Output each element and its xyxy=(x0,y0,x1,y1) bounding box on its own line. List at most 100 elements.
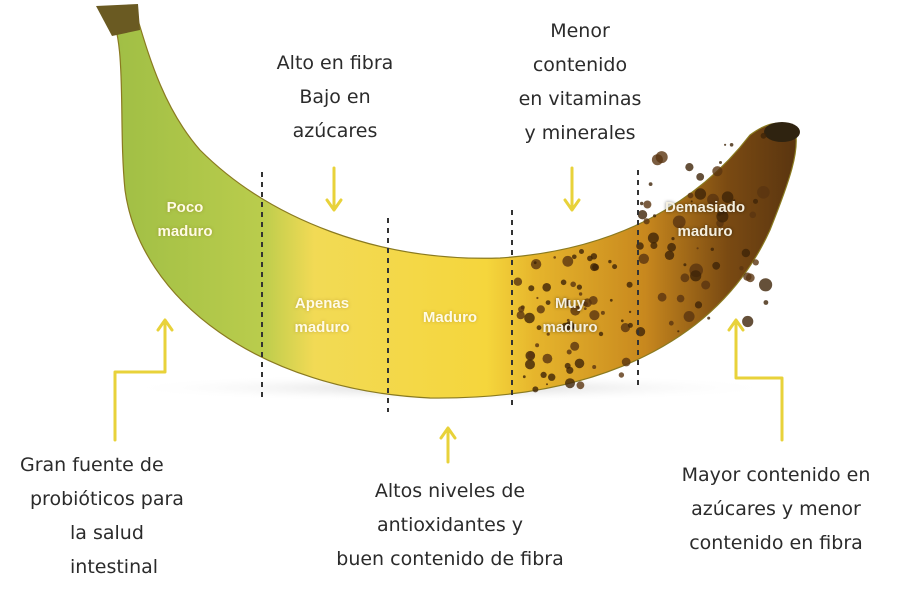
banana-spot xyxy=(712,166,723,177)
banana-spot xyxy=(540,371,547,378)
banana-spot xyxy=(672,215,686,229)
banana-spot xyxy=(518,306,525,313)
banana-spot xyxy=(707,193,719,206)
banana-spot xyxy=(564,321,575,332)
banana-spot xyxy=(664,250,675,260)
banana-spot xyxy=(707,316,711,320)
banana-spot xyxy=(628,310,632,314)
banana-spot xyxy=(721,191,734,203)
banana-spot xyxy=(525,359,535,370)
banana-spot xyxy=(600,310,605,315)
banana-stem xyxy=(96,4,140,36)
banana-spot xyxy=(545,300,551,305)
banana-spot xyxy=(683,263,687,267)
banana-spot xyxy=(757,186,770,199)
banana-spot xyxy=(696,173,705,181)
banana-spot xyxy=(566,318,570,322)
banana-tip xyxy=(764,122,800,142)
note-bottom-left: Gran fuente de probióticos para la salud… xyxy=(20,454,184,578)
banana-spot xyxy=(627,322,633,328)
banana-spot xyxy=(668,320,674,326)
banana-body xyxy=(106,6,797,399)
banana-spot xyxy=(524,312,535,324)
arrow-top-right xyxy=(563,166,581,212)
banana-spots xyxy=(513,132,773,393)
banana-spot xyxy=(533,261,537,265)
banana-spot xyxy=(576,381,585,390)
banana-spot xyxy=(760,132,767,139)
banana-spot xyxy=(578,292,583,296)
banana-spot xyxy=(651,154,663,166)
banana-spot xyxy=(532,386,539,393)
arrow-bottom-center xyxy=(439,426,457,464)
banana-spot xyxy=(621,357,631,367)
banana-spot xyxy=(565,378,575,389)
stage-label-maduro: Maduro xyxy=(422,309,478,326)
banana-spot xyxy=(687,192,694,199)
banana-spot xyxy=(570,341,580,351)
banana-spot xyxy=(741,248,751,258)
banana-spot xyxy=(542,353,553,364)
banana-spot xyxy=(696,247,699,250)
banana-spot xyxy=(643,200,652,209)
banana-spot xyxy=(749,211,757,219)
banana-spot xyxy=(637,210,648,220)
banana-spot xyxy=(752,259,759,266)
banana-spot xyxy=(683,311,695,322)
banana-spot xyxy=(574,358,585,369)
banana-spot xyxy=(562,255,574,267)
banana-spot xyxy=(742,315,754,328)
banana-spot xyxy=(643,218,650,225)
banana-spot xyxy=(560,279,567,286)
banana-spot xyxy=(733,199,736,202)
banana-spot xyxy=(626,281,633,288)
banana-spot xyxy=(724,143,727,146)
banana-spot xyxy=(712,261,721,270)
banana-spot xyxy=(620,323,631,333)
note-top-right: Menor contenido en vitaminas y minerales xyxy=(518,20,642,144)
banana-spot xyxy=(694,188,707,200)
banana-spot xyxy=(612,264,618,270)
banana-spot xyxy=(583,307,587,310)
banana-spot xyxy=(716,210,729,223)
arrow-bottom-right xyxy=(727,318,784,442)
banana-spot xyxy=(587,255,593,262)
banana-spot xyxy=(513,277,523,286)
banana-spot xyxy=(608,259,612,264)
banana-spot xyxy=(530,259,542,270)
banana-spot xyxy=(536,325,542,331)
banana-spot xyxy=(536,296,539,300)
banana-spot xyxy=(579,249,584,254)
banana-spot xyxy=(763,300,769,305)
arrow-bottom-left xyxy=(113,318,174,442)
banana-spot xyxy=(680,273,690,283)
banana-spot xyxy=(685,163,694,172)
banana-spot xyxy=(527,351,535,359)
banana-spot xyxy=(598,331,604,337)
banana-spot xyxy=(719,161,722,164)
banana-spot xyxy=(542,283,551,292)
arrow-top-left xyxy=(325,166,343,212)
banana-spot xyxy=(640,201,644,206)
banana-spot xyxy=(535,343,540,348)
banana-spot xyxy=(745,273,755,283)
note-bottom-center: Altos niveles de antioxidantes y buen co… xyxy=(336,480,564,570)
banana-spot xyxy=(701,280,711,290)
banana-spot xyxy=(667,242,676,252)
banana-spot xyxy=(572,254,577,260)
banana-spot xyxy=(690,270,702,282)
banana-spot xyxy=(570,305,581,316)
banana-spot xyxy=(609,298,613,302)
banana-spot xyxy=(694,301,703,309)
banana-spot xyxy=(570,281,576,288)
banana-spot xyxy=(548,373,556,381)
banana-spot xyxy=(657,292,667,302)
banana-spot xyxy=(618,372,625,378)
banana-spot xyxy=(590,263,599,272)
banana-spot xyxy=(564,299,572,307)
banana-spot xyxy=(710,247,714,251)
banana-spot xyxy=(566,349,572,355)
